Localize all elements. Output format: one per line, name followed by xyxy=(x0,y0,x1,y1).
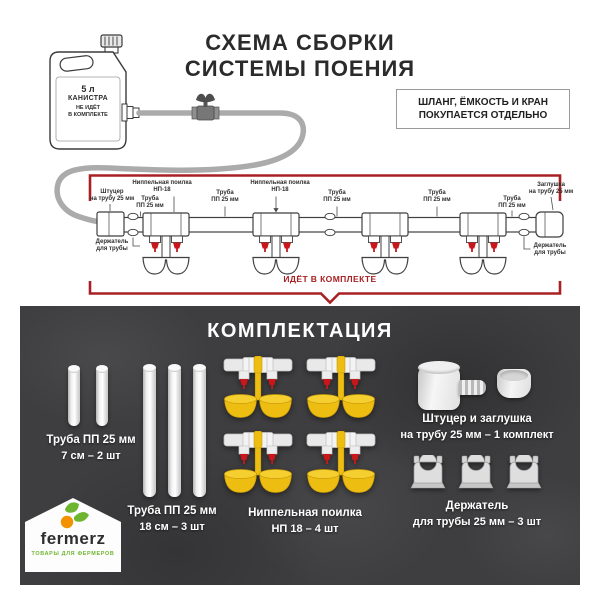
drinker-item-2 xyxy=(306,356,376,420)
drinker-line-1 xyxy=(142,212,190,275)
item-name: Труба ПП 25 мм xyxy=(127,505,217,517)
fitting-spout xyxy=(459,380,486,395)
label-pipe-2: Труба ПП 25 мм xyxy=(211,190,239,203)
label-drinker-1: Ниппельная поилка НП-18 xyxy=(132,180,192,193)
pipe-clip-1 xyxy=(408,455,448,490)
item-name: Штуцер и заглушка xyxy=(422,413,532,425)
kit-item-label-short-tube: Труба ПП 25 мм 7 см – 2 шт xyxy=(21,432,161,464)
assembly-diagram-svg xyxy=(49,34,564,305)
canister-name: КАНИСТРА xyxy=(67,95,109,102)
tube-18cm-3 xyxy=(193,364,206,497)
item-qty: 18 см – 3 шт xyxy=(139,521,205,533)
brand-name: fermerz xyxy=(40,529,106,548)
page-title: СХЕМА СБОРКИ СИСТЕМЫ ПОЕНИЯ xyxy=(184,30,416,81)
hose xyxy=(54,110,307,225)
drinker-item-4 xyxy=(306,431,376,495)
pipe-clip-2 xyxy=(456,455,496,490)
kit-panel: КОМПЛЕКТАЦИЯ Труба ПП 25 мм 7 см – 2 шт … xyxy=(20,306,580,585)
brand-mark-icon xyxy=(60,502,89,529)
item-name: Труба ПП 25 мм xyxy=(46,434,136,446)
inlet-fitting xyxy=(96,211,125,237)
red-bracket-top xyxy=(88,174,562,201)
label-pipe-3: Труба ПП 25 мм xyxy=(323,190,351,203)
drinker-item-1 xyxy=(223,356,293,420)
canister-volume: 5 л xyxy=(81,84,95,94)
kit-item-label-long-tube: Труба ПП 25 мм 18 см – 3 шт xyxy=(102,503,242,535)
drinker-line-3 xyxy=(361,212,409,275)
label-pipe-4: Труба ПП 25 мм xyxy=(423,190,451,203)
item-name: Ниппельная поилка xyxy=(248,507,362,519)
pipe-assembly xyxy=(96,211,564,275)
item-qty: НП 18 – 4 шт xyxy=(271,523,339,535)
label-holder-left: Держатель для трубы xyxy=(95,239,129,252)
label-pipe-1: Труба ПП 25 мм xyxy=(136,196,164,209)
end-plug xyxy=(535,211,564,238)
brand-logo: fermerz ТОВАРЫ ДЛЯ ФЕРМЕРОВ xyxy=(25,496,121,572)
valve-icon xyxy=(191,93,220,121)
kit-item-label-holder: Держатель для трубы 25 мм – 3 шт xyxy=(377,498,577,530)
red-bracket-bottom xyxy=(88,281,562,305)
item-qty: 7 см – 2 шт xyxy=(61,450,121,462)
tube-7cm-1 xyxy=(68,365,80,426)
item-name: Держатель xyxy=(445,500,509,512)
drinker-line-2 xyxy=(252,212,300,275)
canister-note: НЕ ИДЁТ В КОМПЛЕКТЕ xyxy=(68,105,108,118)
included-note: ИДЁТ В КОМПЛЕКТЕ xyxy=(283,274,377,284)
leader-lines xyxy=(109,196,554,250)
brand-badge-shape xyxy=(25,498,121,572)
item-qty: для трубы 25 мм – 3 шт xyxy=(412,516,542,528)
tube-7cm-2 xyxy=(96,365,108,426)
kit-item-label-drinker: Ниппельная поилка НП 18 – 4 шт xyxy=(205,505,405,537)
fitting-top xyxy=(418,361,460,374)
leader-arrowhead xyxy=(273,208,279,213)
label-holder-right: Держатель для трубы xyxy=(533,243,567,256)
tube-18cm-2 xyxy=(168,364,181,497)
pipe-clip-3 xyxy=(504,455,544,490)
brand-tagline: ТОВАРЫ ДЛЯ ФЕРМЕРОВ xyxy=(31,551,115,557)
kit-heading: КОМПЛЕКТАЦИЯ xyxy=(207,320,393,342)
canister-text: 5 л КАНИСТРА НЕ ИДЁТ В КОМПЛЕКТЕ xyxy=(50,84,126,118)
canister-drawing xyxy=(49,34,140,150)
label-drinker-2: Ниппельная поилка НП-18 xyxy=(250,180,310,193)
plug-cap-opening xyxy=(500,370,528,381)
drinker-line-4 xyxy=(459,212,507,275)
tube-18cm-1 xyxy=(143,364,156,497)
drinker-item-3 xyxy=(223,431,293,495)
label-plug: Заглушка на трубу 25 мм xyxy=(528,182,574,195)
item-qty: на трубу 25 мм – 1 комплект xyxy=(400,429,554,441)
kit-item-label-fitting: Штуцер и заглушка на трубу 25 мм – 1 ком… xyxy=(377,411,577,443)
notice-box: ШЛАНГ, ЁМКОСТЬ И КРАН ПОКУПАЕТСЯ ОТДЕЛЬН… xyxy=(396,89,570,129)
label-fitting: Штуцер на трубу 25 мм xyxy=(89,189,135,202)
label-pipe-5: Труба ПП 25 мм xyxy=(498,196,526,209)
